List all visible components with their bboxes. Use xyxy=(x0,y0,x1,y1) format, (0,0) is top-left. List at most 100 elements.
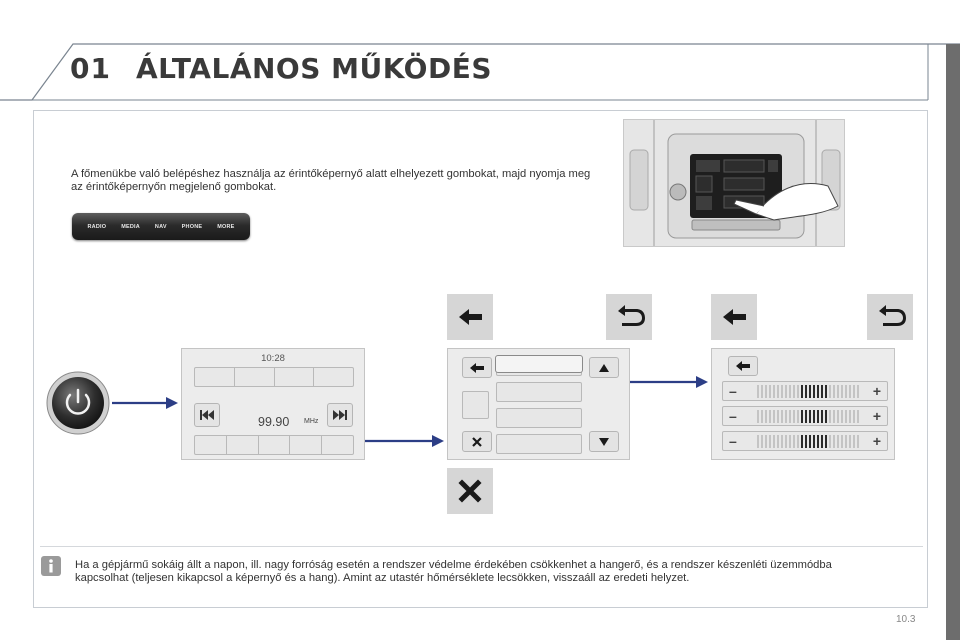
volume-tick xyxy=(757,410,759,423)
page-number: 10.3 xyxy=(896,614,916,625)
scroll-down-button[interactable] xyxy=(589,431,619,452)
close-button[interactable] xyxy=(462,431,492,452)
strip-button-phone[interactable]: PHONE xyxy=(181,223,203,230)
back-button[interactable] xyxy=(462,357,492,378)
option-square[interactable] xyxy=(462,391,489,419)
volume-tick xyxy=(809,410,811,423)
volume-tick xyxy=(789,410,791,423)
volume-tick xyxy=(781,410,783,423)
volume-tick xyxy=(853,410,855,423)
volume-tick xyxy=(825,410,827,423)
power-knob-icon[interactable] xyxy=(46,371,110,435)
volume-tick xyxy=(809,435,811,448)
volume-tick xyxy=(781,435,783,448)
volume-tick xyxy=(801,435,803,448)
strip-button-radio[interactable]: RADIO xyxy=(87,223,107,230)
dashboard-illustration xyxy=(623,119,845,247)
volume-tick xyxy=(789,385,791,398)
volume-tick xyxy=(805,435,807,448)
volume-tick xyxy=(765,435,767,448)
volume-tick xyxy=(761,410,763,423)
volume-plus-button[interactable]: + xyxy=(872,433,881,449)
volume-tick xyxy=(813,385,815,398)
list-item[interactable] xyxy=(496,434,582,454)
volume-screen: – + – + – + xyxy=(711,348,895,460)
volume-tick xyxy=(829,435,831,448)
volume-tick xyxy=(793,435,795,448)
volume-tick xyxy=(761,385,763,398)
back-button[interactable] xyxy=(728,356,758,376)
volume-plus-button[interactable]: + xyxy=(872,383,881,399)
volume-tick xyxy=(793,385,795,398)
volume-row: – + xyxy=(722,381,888,401)
volume-tick xyxy=(765,410,767,423)
list-item[interactable] xyxy=(496,408,582,428)
volume-tick xyxy=(785,410,787,423)
volume-tick xyxy=(765,385,767,398)
page-title: ÁLTALÁNOS MŰKÖDÉS xyxy=(136,52,493,85)
radio-button-strip: RADIO MEDIA NAV PHONE MORE xyxy=(72,213,250,240)
volume-minus-button[interactable]: – xyxy=(729,433,737,449)
volume-tick xyxy=(837,435,839,448)
volume-minus-button[interactable]: – xyxy=(729,383,737,399)
volume-tick xyxy=(817,385,819,398)
divider xyxy=(40,546,923,547)
list-screen xyxy=(447,348,630,460)
seek-back-button[interactable] xyxy=(194,403,220,427)
volume-tick xyxy=(841,410,843,423)
volume-tick xyxy=(825,435,827,448)
volume-tick xyxy=(853,385,855,398)
volume-plus-button[interactable]: + xyxy=(872,408,881,424)
volume-tick xyxy=(797,385,799,398)
volume-tick xyxy=(849,435,851,448)
back-arrow-icon[interactable] xyxy=(711,294,757,340)
volume-tick xyxy=(769,410,771,423)
strip-button-media[interactable]: MEDIA xyxy=(121,223,140,230)
volume-level-bar[interactable] xyxy=(757,385,861,398)
preset-row-top[interactable] xyxy=(194,367,354,387)
volume-tick xyxy=(813,410,815,423)
volume-tick xyxy=(797,435,799,448)
volume-tick xyxy=(833,435,835,448)
strip-button-nav[interactable]: NAV xyxy=(154,223,167,230)
volume-tick xyxy=(849,385,851,398)
back-arrow-icon[interactable] xyxy=(447,294,493,340)
frequency-display: 99.90 xyxy=(258,415,290,429)
return-icon[interactable] xyxy=(867,294,913,340)
info-icon xyxy=(41,556,61,576)
volume-tick xyxy=(857,435,859,448)
volume-tick xyxy=(821,385,823,398)
volume-tick xyxy=(821,410,823,423)
radio-screen: 10:28 xyxy=(181,348,365,460)
volume-tick xyxy=(829,385,831,398)
volume-tick xyxy=(841,435,843,448)
close-icon[interactable] xyxy=(447,468,493,514)
volume-tick xyxy=(829,410,831,423)
volume-tick xyxy=(809,385,811,398)
volume-level-bar[interactable] xyxy=(757,435,861,448)
return-icon[interactable] xyxy=(606,294,652,340)
volume-tick xyxy=(845,435,847,448)
strip-button-more[interactable]: MORE xyxy=(217,223,235,230)
frequency-unit: MHz xyxy=(304,418,319,425)
volume-tick xyxy=(769,435,771,448)
volume-tick xyxy=(769,385,771,398)
seek-forward-button[interactable] xyxy=(327,403,353,427)
preset-row-bottom[interactable] xyxy=(194,435,354,455)
volume-tick xyxy=(825,385,827,398)
volume-tick xyxy=(789,435,791,448)
volume-tick xyxy=(821,435,823,448)
volume-tick xyxy=(817,410,819,423)
volume-level-bar[interactable] xyxy=(757,410,861,423)
info-note-text: Ha a gépjármű sokáig állt a napon, ill. … xyxy=(75,559,832,584)
volume-tick xyxy=(773,435,775,448)
list-item[interactable] xyxy=(496,382,582,402)
intro-text: A főmenükbe való belépéshez használja az… xyxy=(71,168,591,193)
side-tab-bar xyxy=(946,44,960,640)
volume-minus-button[interactable]: – xyxy=(729,408,737,424)
volume-tick xyxy=(761,435,763,448)
volume-tick xyxy=(841,385,843,398)
volume-tick xyxy=(777,410,779,423)
scroll-up-button[interactable] xyxy=(589,357,619,378)
list-item-selected[interactable] xyxy=(495,355,583,373)
